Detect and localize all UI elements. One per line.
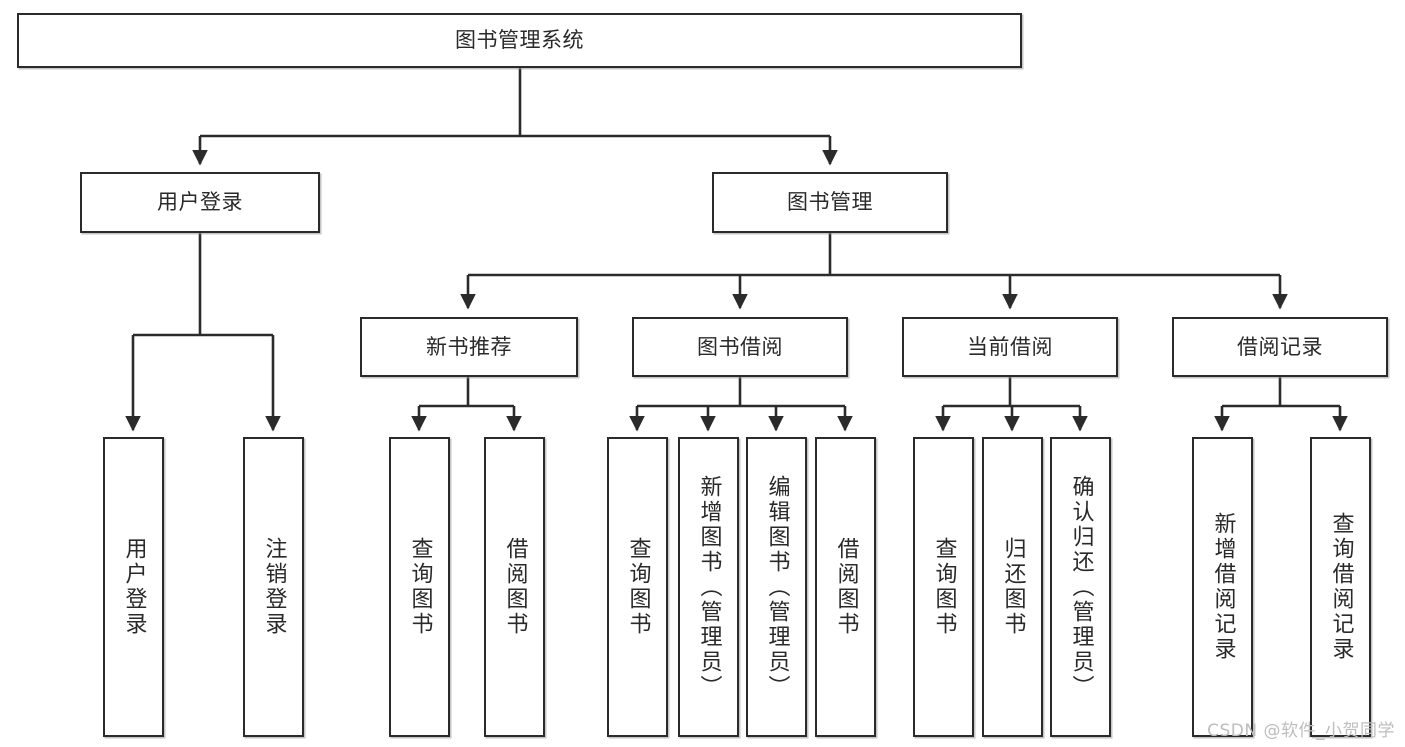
node-book-manage[interactable]: 图书管理 [712,172,948,233]
leaf-logout-login[interactable]: 注销登录 [243,437,304,737]
node-label: 查询借阅记录 [1328,512,1354,662]
node-label: 用户登录 [121,537,147,637]
node-label: 查询图书 [625,537,651,637]
node-label: 借阅图书 [502,537,528,637]
node-label: 新增图书（管理员） [696,474,722,700]
leaf-query-book-3[interactable]: 查询图书 [913,437,974,737]
leaf-borrow-book-2[interactable]: 借阅图书 [815,437,876,737]
node-label: 新书推荐 [426,334,512,359]
node-label: 查询图书 [931,537,957,637]
leaf-return-book[interactable]: 归还图书 [982,437,1043,737]
node-label: 图书管理 [787,190,873,215]
node-label: 新增借阅记录 [1210,512,1236,662]
node-label: 编辑图书（管理员） [764,474,790,700]
node-label: 查询图书 [407,537,433,637]
leaf-add-book-admin[interactable]: 新增图书（管理员） [678,437,739,737]
node-borrow-record[interactable]: 借阅记录 [1172,317,1388,377]
node-book-management-system[interactable]: 图书管理系统 [17,13,1022,68]
leaf-query-book-1[interactable]: 查询图书 [389,437,450,737]
node-label: 图书管理系统 [455,28,584,53]
leaf-query-borrow-record[interactable]: 查询借阅记录 [1310,437,1371,737]
node-label: 用户登录 [157,190,243,215]
node-label: 注销登录 [261,537,287,637]
node-user-login[interactable]: 用户登录 [80,172,320,233]
node-label: 当前借阅 [967,334,1053,359]
node-label: 借阅图书 [833,537,859,637]
node-current-borrow[interactable]: 当前借阅 [902,317,1118,377]
leaf-query-book-2[interactable]: 查询图书 [607,437,668,737]
leaf-edit-book-admin[interactable]: 编辑图书（管理员） [746,437,807,737]
node-book-borrow[interactable]: 图书借阅 [632,317,848,377]
node-label: 借阅记录 [1237,334,1323,359]
leaf-user-login[interactable]: 用户登录 [103,437,164,737]
leaf-borrow-book-1[interactable]: 借阅图书 [484,437,545,737]
node-label: 归还图书 [1000,537,1026,637]
node-label: 确认归还（管理员） [1068,474,1094,700]
leaf-add-borrow-record[interactable]: 新增借阅记录 [1192,437,1253,737]
node-label: 图书借阅 [697,334,783,359]
leaf-confirm-return-admin[interactable]: 确认归还（管理员） [1050,437,1111,737]
node-new-book-rec[interactable]: 新书推荐 [360,317,578,377]
